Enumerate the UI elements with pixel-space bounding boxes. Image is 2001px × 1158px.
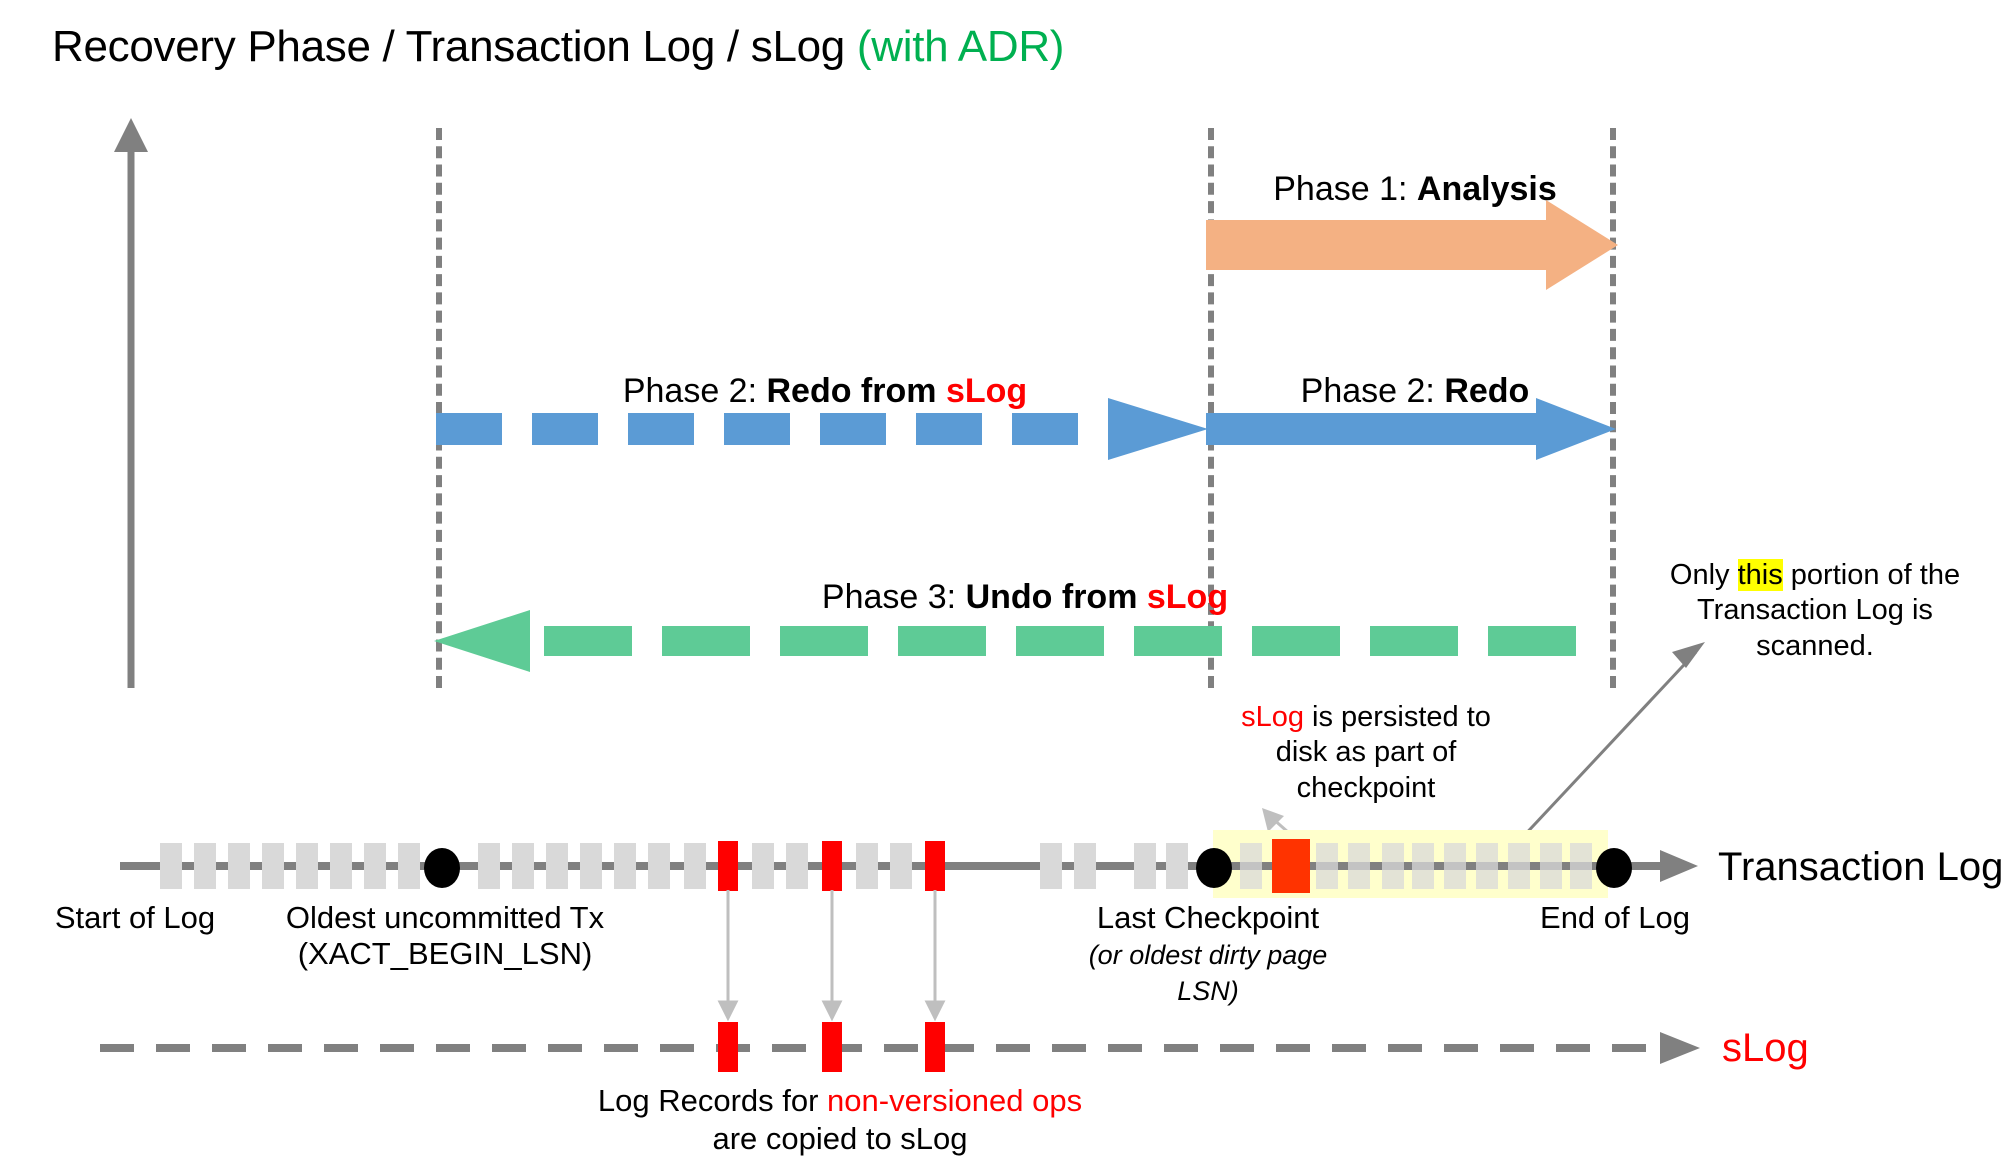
marker-dot-last-checkpoint <box>1196 848 1232 888</box>
title-adr-suffix: (with ADR) <box>856 22 1065 71</box>
marker-dot-end-of-log <box>1596 848 1632 888</box>
phase2a-name: Redo from <box>766 372 946 410</box>
phase1-prefix: Phase 1: <box>1273 170 1417 208</box>
scanned-note-line1-a: Only <box>1669 559 1738 591</box>
phase1-name: Analysis <box>1416 170 1557 208</box>
slog-copy-leader-lines <box>717 890 946 1022</box>
last-checkpoint-line1: Last Checkpoint <box>1096 900 1320 935</box>
scanned-portion-leader-arrow <box>1518 642 1705 842</box>
phase3-accent: sLog <box>1146 578 1229 616</box>
phase2a-accent: sLog <box>945 372 1028 410</box>
phase2b-prefix: Phase 2: <box>1300 372 1445 410</box>
phase3-undo-slog-arrow <box>434 610 1576 672</box>
slog-copy-accent: non-versioned ops <box>827 1083 1083 1118</box>
scanned-note-highlight: this <box>1737 559 1783 591</box>
checkpoint-note-accent: sLog <box>1241 701 1304 733</box>
label-oldest-uncommitted-tx: Oldest uncommitted Tx (XACT_BEGIN_LSN) <box>235 900 655 972</box>
slog-axis <box>100 1032 1700 1064</box>
label-start-of-log: Start of Log <box>54 900 216 935</box>
phase2a-prefix: Phase 2: <box>622 372 767 410</box>
oldest-tx-line2: (XACT_BEGIN_LSN) <box>297 936 593 971</box>
phase1-analysis-arrow <box>1206 200 1618 290</box>
checkpoint-note-line3: checkpoint <box>1296 771 1436 804</box>
slog-record-block <box>822 1022 842 1072</box>
phase2b-name: Redo <box>1444 372 1530 410</box>
phase3-prefix: Phase 3: <box>821 578 966 616</box>
oldest-tx-line1: Oldest uncommitted Tx <box>285 900 605 935</box>
phase2-redo-arrow <box>1206 398 1616 460</box>
y-axis-arrow <box>114 118 148 688</box>
slog-copy-line2: are copied to sLog <box>712 1120 968 1156</box>
slog-copy-line1-a: Log Records for <box>597 1083 828 1118</box>
phase2-redo-slog-arrow <box>436 398 1208 460</box>
transaction-log-axis <box>120 850 1698 882</box>
label-end-of-log: End of Log <box>1540 900 1690 935</box>
marker-dot-oldest-tx <box>424 848 460 888</box>
phase1-analysis-label: Phase 1: Analysis <box>1215 170 1615 209</box>
scanned-note-line2: Transaction Log is scanned. <box>1697 594 1933 662</box>
label-last-checkpoint: Last Checkpoint (or oldest dirty page LS… <box>1058 900 1358 1008</box>
last-checkpoint-line2: (or oldest dirty page <box>1088 940 1328 970</box>
checkpoint-note-line2: disk as part of <box>1275 736 1457 769</box>
phase2-redo-slog-label: Phase 2: Redo from sLog <box>440 372 1210 411</box>
checkpoint-note-line1: is persisted to <box>1303 701 1491 733</box>
guide-line-last-checkpoint <box>1208 128 1214 688</box>
scanned-note-line1-b: portion of the <box>1782 559 1961 591</box>
slog-record-block <box>718 1022 738 1072</box>
last-checkpoint-line3: LSN) <box>1177 976 1239 1006</box>
guide-line-oldest-tx <box>436 128 442 688</box>
checkpoint-persist-note: sLog is persisted to disk as part of che… <box>1216 700 1516 806</box>
title-main: Recovery Phase / Transaction Log / sLog <box>52 22 857 71</box>
phase3-undo-slog-label: Phase 3: Undo from sLog <box>440 578 1610 617</box>
scanned-portion-note: Only this portion of the Transaction Log… <box>1640 558 1990 664</box>
transaction-log-axis-label: Transaction Log <box>1718 845 2001 889</box>
slog-axis-label: sLog <box>1722 1026 1809 1070</box>
slog-copy-note: Log Records for non-versioned ops are co… <box>510 1082 1170 1158</box>
page-title: Recovery Phase / Transaction Log / sLog … <box>52 22 1064 72</box>
guide-line-end-of-log <box>1610 128 1616 688</box>
phase3-name: Undo from <box>965 578 1147 616</box>
slog-record-block <box>925 1022 945 1072</box>
phase2-redo-label: Phase 2: Redo <box>1215 372 1615 411</box>
